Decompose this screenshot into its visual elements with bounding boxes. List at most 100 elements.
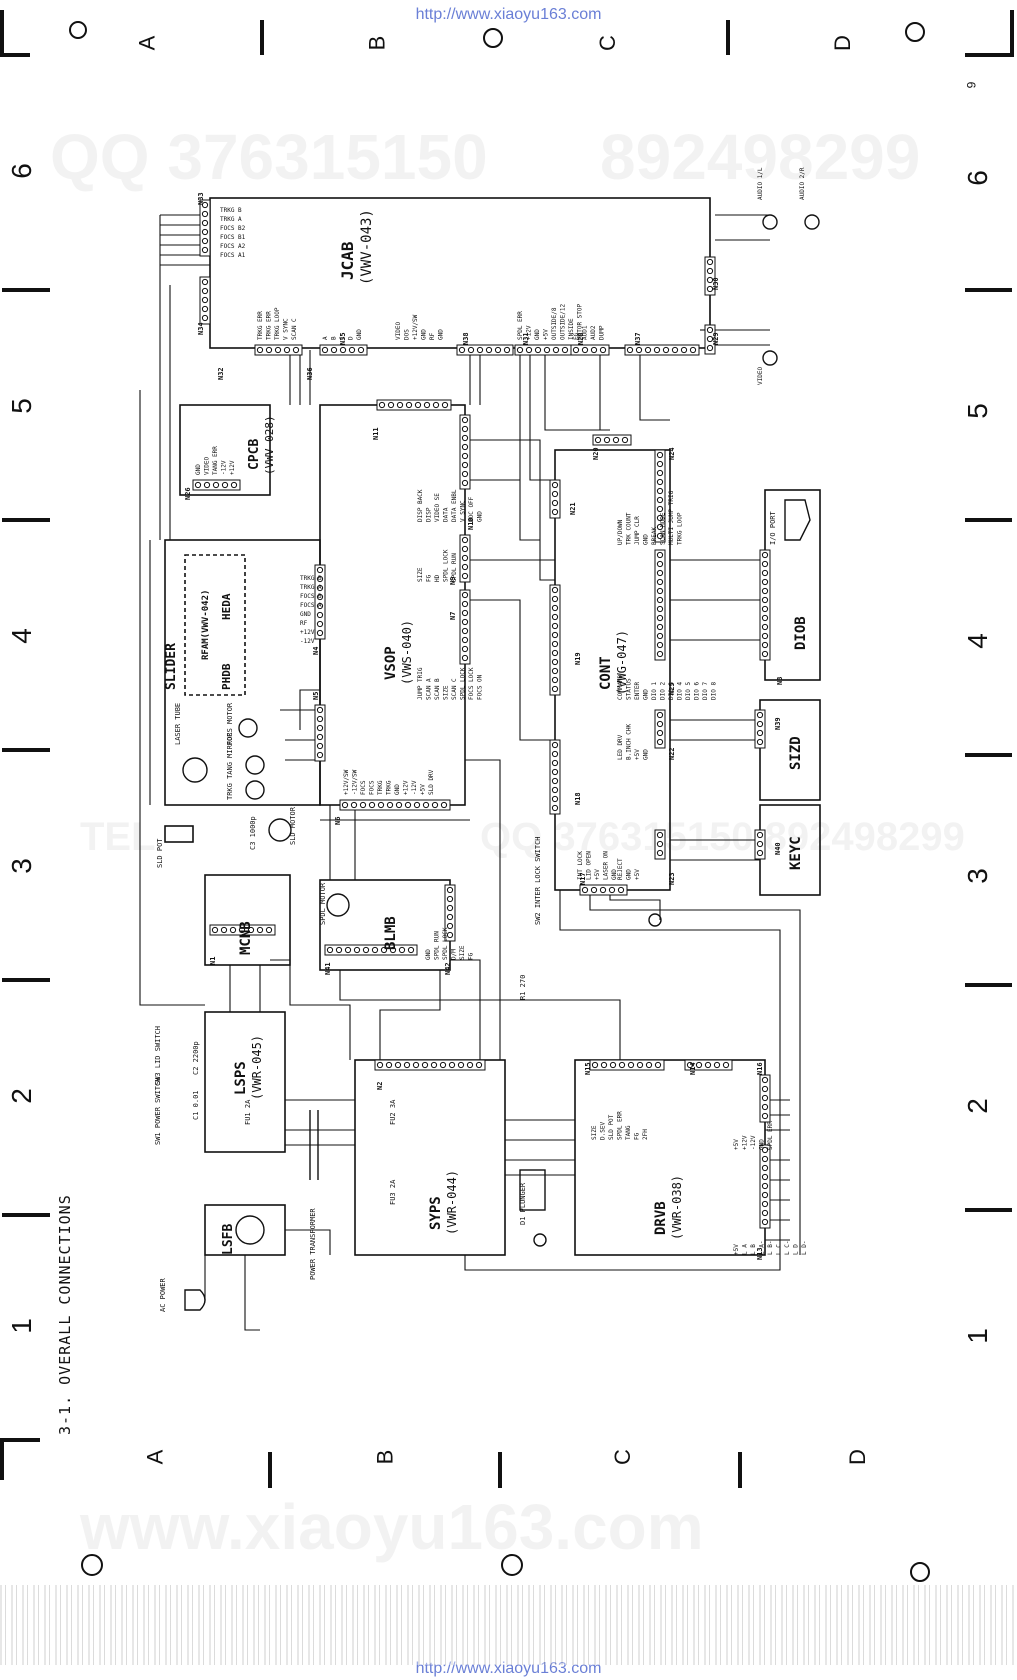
n15-signal-label: FG	[634, 1132, 641, 1140]
n17-signal-label: LID OPEN	[586, 851, 593, 880]
n31-pin	[552, 346, 560, 354]
n33-signal-label: FOCS A1	[220, 252, 246, 259]
audio-r-label: AUDIO 2/R	[799, 167, 806, 200]
n22-signal-label: GND	[643, 749, 650, 760]
n15-pin	[654, 1061, 662, 1069]
syps-board-code: (VWR-044)	[445, 1170, 459, 1235]
sld-pot-label: SLD POT	[156, 838, 164, 868]
n34-pin-strip	[199, 276, 211, 325]
n13-signal-label: L B	[750, 1244, 757, 1255]
n22-pin-strip	[654, 709, 666, 749]
n26-pin	[203, 481, 211, 489]
n2-pin	[394, 1061, 402, 1069]
n39-connector-label: N39	[774, 717, 782, 730]
n13-pin	[761, 1200, 769, 1208]
n6-pin	[413, 801, 421, 809]
trkg-tang-mirror-label: TRKG TANG MIRROR	[226, 732, 234, 800]
n25-signal-label: DIO 4	[677, 682, 684, 700]
n28-pin-strip	[570, 344, 610, 356]
n25-signal-label: DIO 6	[694, 682, 701, 700]
n26-pin	[221, 481, 229, 489]
n26-signal-label: TANG ERR	[212, 446, 219, 475]
n32-connector-label: N32	[217, 367, 225, 380]
heda-board-name: HEDA	[220, 593, 233, 620]
n3-pin	[761, 641, 769, 649]
n10-signal-label: GND	[477, 511, 484, 522]
n16-pin	[761, 1085, 769, 1093]
n6-pin	[368, 801, 376, 809]
audio-l-jack-symbol	[762, 214, 778, 230]
n5-pin	[316, 724, 324, 732]
n34-pin	[201, 287, 209, 295]
n34-connector-label: N34	[197, 322, 205, 335]
n7-signal-label: FOCS LOCK	[468, 667, 475, 700]
n25-signal-label: GND	[643, 689, 650, 700]
n11-pin	[378, 401, 386, 409]
n13-signal-label: L A	[742, 1244, 749, 1255]
n11-pin	[432, 401, 440, 409]
n7-signal-label: SCAN B	[434, 678, 441, 700]
n28-pin	[590, 346, 598, 354]
n10-pin	[461, 434, 469, 442]
n35-connector-label: N35	[339, 332, 347, 345]
n28-signal-label: AUD2	[590, 325, 597, 340]
n26-signal-label: -12V	[221, 460, 228, 475]
source-url-top[interactable]: http://www.xiaoyu163.com	[415, 6, 602, 23]
n13-signal-label: L A-	[759, 1241, 766, 1255]
n28-pin	[581, 346, 589, 354]
n7-pin	[461, 654, 469, 662]
n4-pin	[316, 584, 324, 592]
n13-signal-label: L C	[776, 1244, 783, 1255]
n1-pin	[229, 926, 237, 934]
n42-pin	[446, 931, 454, 939]
n38-signal-label: +12V/SW	[412, 314, 419, 340]
n19-connector-label: N19	[574, 652, 582, 665]
n6-pin	[359, 801, 367, 809]
n15-signal-label: D.SEV	[600, 1122, 607, 1140]
n26-signal-label: GND	[195, 464, 202, 475]
rfam-board-name: RFAM(VWV-042)	[201, 590, 211, 660]
n16-signal-label: GND	[759, 1139, 766, 1150]
n38-pin-strip	[456, 344, 514, 356]
n4-signal-label: -12V	[300, 638, 315, 645]
n25-pin-strip	[654, 549, 666, 661]
n10-connector-label: N10	[467, 517, 475, 530]
focs-motor-symbol	[238, 718, 258, 738]
n31-signal-label: +12V	[526, 325, 533, 340]
n36-pin	[292, 346, 300, 354]
n13-pin	[761, 1146, 769, 1154]
n31-pin	[525, 346, 533, 354]
n31-pin	[561, 346, 569, 354]
n3-pin	[761, 596, 769, 604]
n6-signal-label: +12V	[403, 780, 410, 795]
n2-pin	[412, 1061, 420, 1069]
n31-signal-label: OUTSIDE/12	[560, 303, 567, 340]
n4-pin	[316, 566, 324, 574]
n2-pin	[403, 1061, 411, 1069]
n25-pin	[656, 587, 664, 595]
n6-signal-label: GND	[394, 784, 401, 795]
n35-signal-label: C	[339, 336, 346, 340]
source-url-bottom[interactable]: http://www.xiaoyu163.com	[415, 1660, 602, 1677]
n33-pin	[201, 246, 209, 254]
n3-connector-label: N3	[776, 677, 784, 685]
n3-pin-strip	[759, 549, 771, 661]
n7-signal-label: SIZE	[443, 685, 450, 700]
n29-pin	[706, 326, 714, 334]
n31-pin	[516, 346, 524, 354]
cpcb-board-outline	[179, 404, 271, 496]
n23-connector-label: N23	[668, 872, 676, 885]
n31-signal-label: +5V	[543, 329, 550, 340]
n6-pin	[431, 801, 439, 809]
lsps-board-name: LSPS	[233, 1061, 249, 1095]
n42-signal-label: FG	[468, 952, 475, 960]
n16-signal-label: +12V	[742, 1135, 749, 1150]
n33-pin	[201, 237, 209, 245]
n29-pin	[706, 344, 714, 352]
n41-connector-label: N41	[324, 962, 332, 975]
n36-pin	[265, 346, 273, 354]
n25-pin	[656, 551, 664, 559]
blmb-board-name: BLMB	[383, 916, 399, 950]
n36-signal-label: TRKG ERR	[257, 311, 264, 340]
